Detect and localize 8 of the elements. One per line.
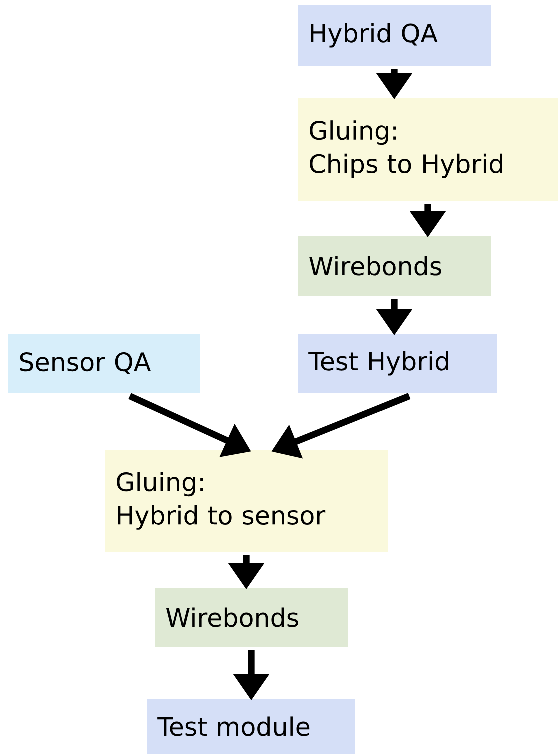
process-box: Hybrid QA: [298, 5, 491, 66]
process-box: Test Hybrid: [298, 334, 497, 393]
process-box: Wirebonds: [298, 236, 491, 296]
process-box: Gluing: Chips to Hybrid: [298, 98, 558, 201]
process-box: Sensor QA: [8, 334, 200, 393]
process-box: Wirebonds: [155, 588, 348, 647]
process-box: Test module: [147, 699, 355, 754]
process-box: Gluing: Hybrid to sensor: [105, 450, 388, 552]
